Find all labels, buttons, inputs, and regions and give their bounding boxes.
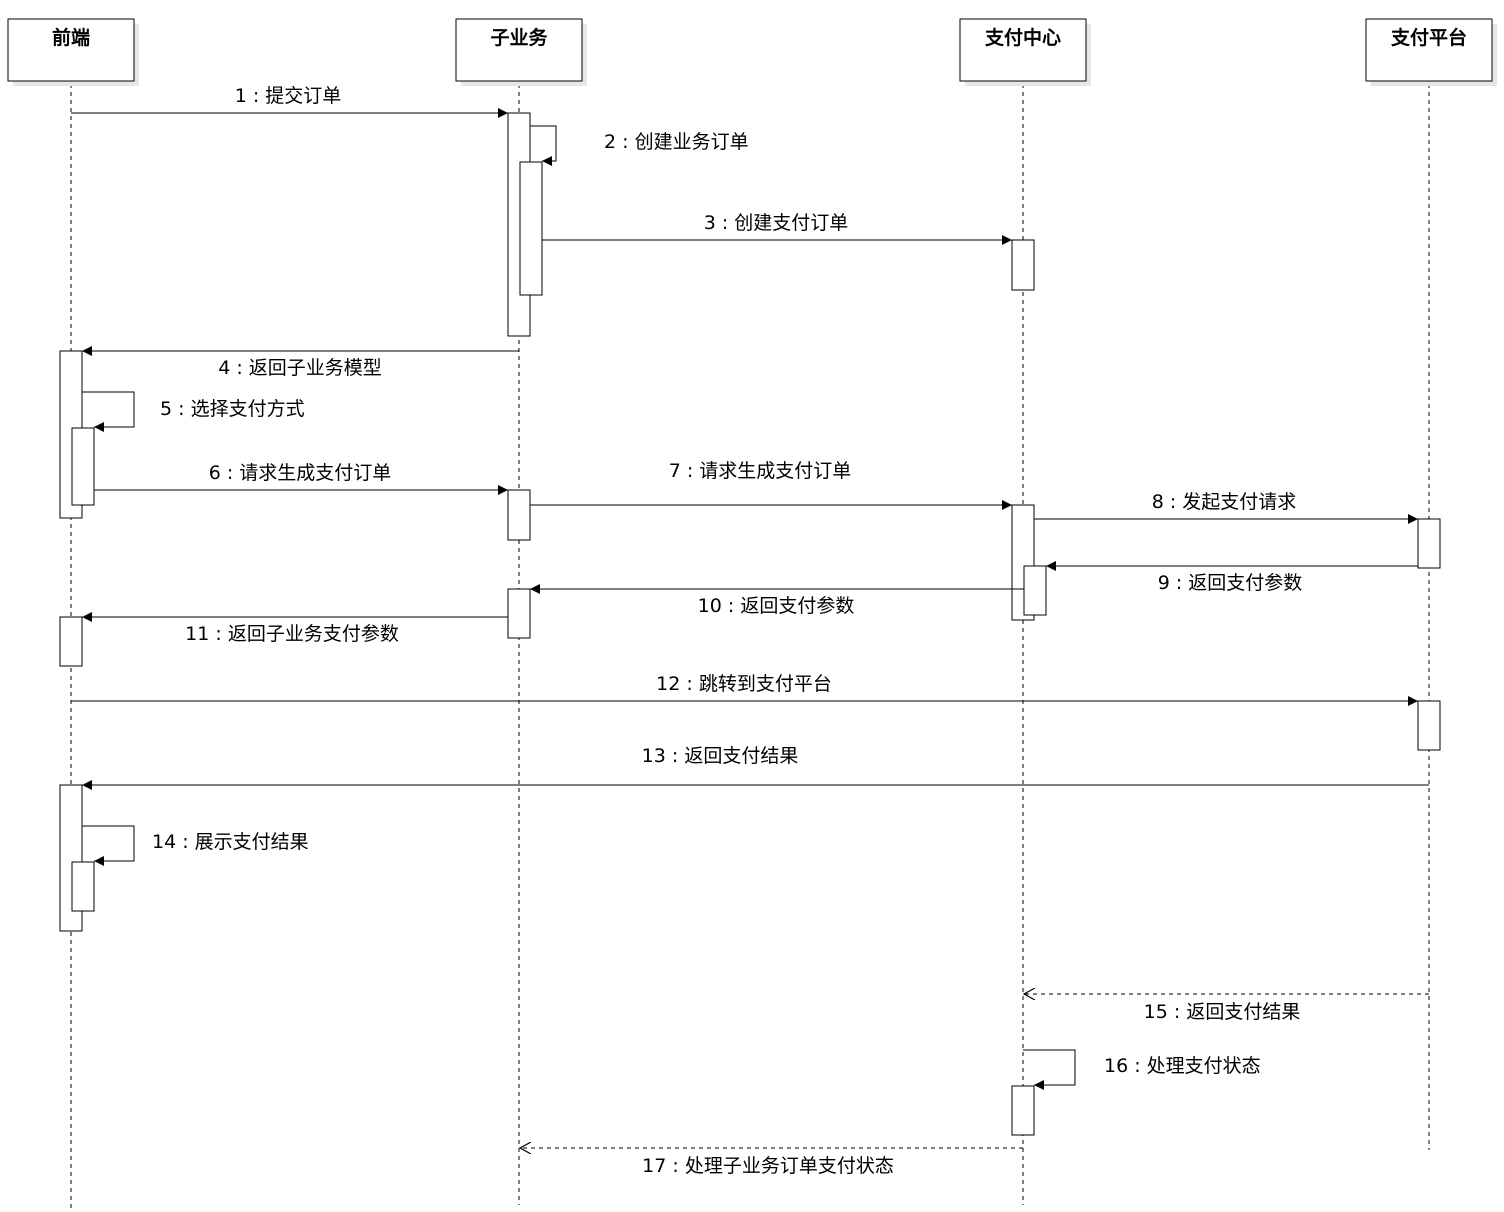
message-5-arrow [82, 391, 135, 432]
message-7-label: 7 : 请求生成支付订单 [669, 460, 852, 482]
activation-frontend-3 [59, 616, 83, 667]
activation-paycenter-4 [1011, 1085, 1035, 1136]
actor-paycenter-label: 支付中心 [984, 26, 1061, 49]
message-6-label: 6 : 请求生成支付订单 [209, 462, 392, 484]
message-10-label: 10 : 返回支付参数 [698, 595, 855, 617]
actor-frontend-label: 前端 [52, 26, 90, 49]
message-11-label: 11 : 返回子业务支付参数 [185, 623, 399, 645]
actor-sub-label: 子业务 [490, 26, 548, 49]
activation-frontend-2 [71, 427, 95, 506]
actor-payplatform-label: 支付平台 [1390, 26, 1467, 49]
message-16-arrow [1023, 1049, 1076, 1090]
activation-paycenter-1 [1011, 239, 1035, 291]
message-1-label: 1 : 提交订单 [235, 85, 342, 107]
activation-sub-3 [507, 489, 531, 541]
message-8-label: 8 : 发起支付请求 [1152, 491, 1297, 513]
message-12-label: 12 : 跳转到支付平台 [656, 673, 832, 695]
activation-payplatform-1 [1417, 518, 1441, 569]
message-3-label: 3 : 创建支付订单 [704, 212, 849, 234]
actor-sub: 子业务 [455, 18, 587, 86]
activation-frontend-5 [71, 861, 95, 912]
message-14-arrow [82, 825, 135, 866]
message-2-arrow [530, 125, 557, 166]
message-15-label: 15 : 返回支付结果 [1144, 1001, 1301, 1023]
message-13-label: 13 : 返回支付结果 [642, 745, 799, 767]
message-2-label: 2 : 创建业务订单 [604, 131, 749, 153]
activation-payplatform-2 [1417, 700, 1441, 751]
actor-payplatform: 支付平台 [1365, 18, 1497, 86]
message-4-label: 4 : 返回子业务模型 [218, 357, 382, 379]
message-9-label: 9 : 返回支付参数 [1158, 572, 1303, 594]
activation-sub-4 [507, 588, 531, 639]
message-14-label: 14 : 展示支付结果 [152, 831, 309, 853]
activation-sub-2 [519, 161, 543, 296]
activation-paycenter-3 [1023, 565, 1047, 616]
actor-paycenter: 支付中心 [959, 18, 1091, 86]
message-16-label: 16 : 处理支付状态 [1104, 1055, 1261, 1077]
message-17-label: 17 : 处理子业务订单支付状态 [642, 1155, 894, 1177]
actor-frontend: 前端 [7, 18, 139, 86]
message-5-label: 5 : 选择支付方式 [160, 398, 305, 420]
